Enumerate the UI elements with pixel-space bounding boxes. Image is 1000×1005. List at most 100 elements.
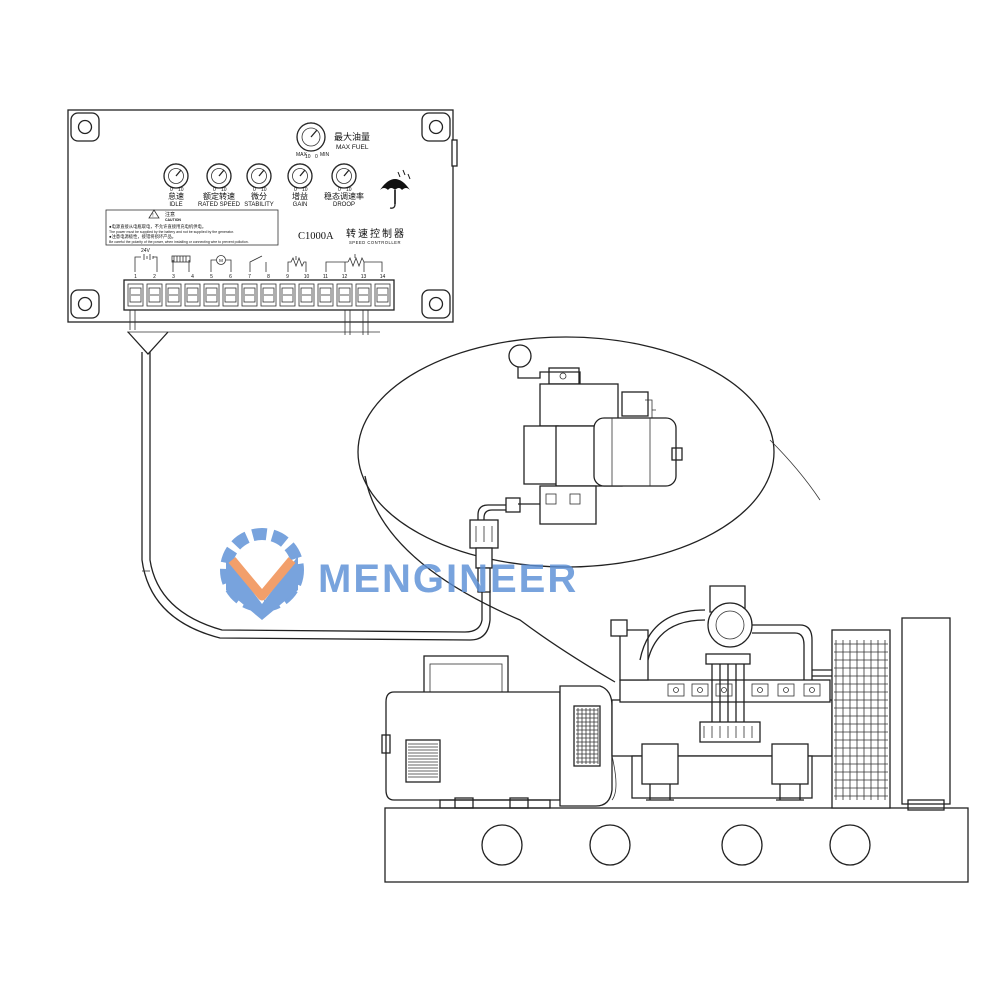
terminal-2 — [146, 283, 163, 307]
terminal-7 — [241, 283, 258, 307]
keep-dry-umbrella-icon — [380, 169, 411, 209]
knob-label-cn: 额定转速 — [203, 191, 235, 201]
mounting-hole-bottom-right — [421, 289, 451, 319]
terminal-4 — [184, 283, 201, 307]
knob-label-en: DROOP — [333, 202, 355, 208]
terminal-1 — [127, 283, 144, 307]
terminal-14 — [374, 283, 391, 307]
terminal-number: 14 — [380, 274, 386, 280]
knob-scale-min: 0 — [338, 187, 341, 193]
base-lifting-hole — [829, 824, 871, 866]
mounting-hole-top-right — [421, 112, 451, 142]
knob-scale-max: 10 — [302, 187, 308, 193]
terminal-number: 9 — [286, 274, 289, 280]
caution-title-cn: 注意 — [165, 211, 175, 218]
terminal-number: 6 — [229, 274, 232, 280]
caution-label: ! 注意 CAUTION ●电源直接从电瓶取电，不允许直接用充电机供电。 The… — [105, 209, 279, 246]
caution-line2-en: Be careful the polarity of the power, wh… — [109, 240, 249, 244]
mounting-hole-top-left — [70, 112, 100, 142]
terminal-block — [123, 279, 395, 311]
knob-label-en: IDLE — [169, 202, 182, 208]
mengineer-watermark: MENGINEER — [220, 528, 578, 620]
terminal-13 — [355, 283, 372, 307]
max-fuel-label-cn: 最大油量 — [334, 131, 370, 142]
terminal-11 — [317, 283, 334, 307]
terminal-9 — [279, 283, 296, 307]
radiator — [812, 617, 951, 811]
max-fuel-min-mark: MIN — [320, 152, 330, 158]
controller-name-en: SPEED CONTROLLER — [349, 240, 401, 245]
terminal-number: 13 — [361, 274, 367, 280]
base-lifting-hole — [481, 824, 523, 866]
controller-model: C1000A — [298, 231, 334, 242]
genset-base-frame — [384, 807, 969, 883]
caution-line2-cn: ●注意电源极性，接错将损坏产品。 — [109, 233, 176, 240]
diesel-engine — [610, 585, 833, 801]
terminal-number: 2 — [153, 274, 156, 280]
alternator — [381, 655, 613, 809]
knob-scale-max: 10 — [346, 187, 352, 193]
knob-scale-min: 0 — [170, 187, 173, 193]
fuel-injection-pump — [699, 721, 761, 743]
terminal-number: 4 — [191, 274, 194, 280]
knob-label-cn: 怠速 — [168, 191, 184, 201]
knob-label-en: GAIN — [293, 202, 308, 208]
controller-side-tab — [451, 139, 458, 167]
knob-scale-max: 10 — [178, 187, 184, 193]
base-lifting-hole — [721, 824, 763, 866]
max-fuel-scale-low: 0 — [315, 154, 318, 160]
base-lifting-hole — [589, 824, 631, 866]
actuator-ball-joint — [508, 344, 532, 368]
terminal-10 — [298, 283, 315, 307]
terminal-number: 11 — [323, 274, 328, 280]
max-fuel-label-en: MAX FUEL — [336, 144, 369, 151]
terminal-6 — [222, 283, 239, 307]
mounting-hole-bottom-left — [70, 289, 100, 319]
knob-scale-min: 0 — [294, 187, 297, 193]
terminal-number: 7 — [248, 274, 251, 280]
supply-voltage-label: 24V — [141, 248, 151, 254]
caution-title-en: CAUTION — [165, 218, 181, 222]
terminal-number: 3 — [172, 274, 175, 280]
terminal-number: 8 — [267, 274, 270, 280]
knob-label-en: RATED SPEED — [198, 202, 241, 208]
gear-logo-icon — [220, 528, 304, 620]
terminal-5 — [203, 283, 220, 307]
terminal-12 — [336, 283, 353, 307]
caution-line1-cn: ●电源直接从电瓶取电，不允许直接用充电机供电。 — [109, 223, 206, 230]
knob-scale-max: 10 — [221, 187, 227, 193]
terminal-number: 12 — [342, 274, 348, 280]
terminal-schematic: 24V M — [134, 248, 383, 272]
turbocharger — [707, 602, 753, 648]
knob-label-cn: 稳态调速率 — [324, 191, 364, 201]
terminal-number: 5 — [210, 274, 213, 280]
knob-label-cn: 微分 — [251, 191, 267, 201]
generator-set — [381, 585, 969, 883]
knob-label-cn: 增益 — [292, 191, 308, 201]
detail-oval — [357, 336, 775, 568]
terminal-3 — [165, 283, 182, 307]
knob-scale-max: 10 — [261, 187, 267, 193]
knob-label-en: STABILITY — [244, 202, 274, 208]
svg-text:!: ! — [152, 213, 153, 219]
max-fuel-knob: MAX MIN 10 0 最大油量 MAX FUEL — [296, 122, 370, 160]
watermark-text: MENGINEER — [318, 557, 578, 601]
caution-line1-en: The power must be supplied by the batter… — [109, 230, 234, 234]
terminal-number: 1 — [134, 274, 137, 280]
knob-scale-min: 0 — [213, 187, 216, 193]
knob-scale-min: 0 — [253, 187, 256, 193]
actuator-detail-callout — [357, 336, 821, 683]
control-cable — [141, 352, 491, 641]
controller-name-cn: 转速控制器 — [346, 227, 406, 240]
terminal-8 — [260, 283, 277, 307]
max-fuel-scale-high: 10 — [305, 154, 311, 160]
